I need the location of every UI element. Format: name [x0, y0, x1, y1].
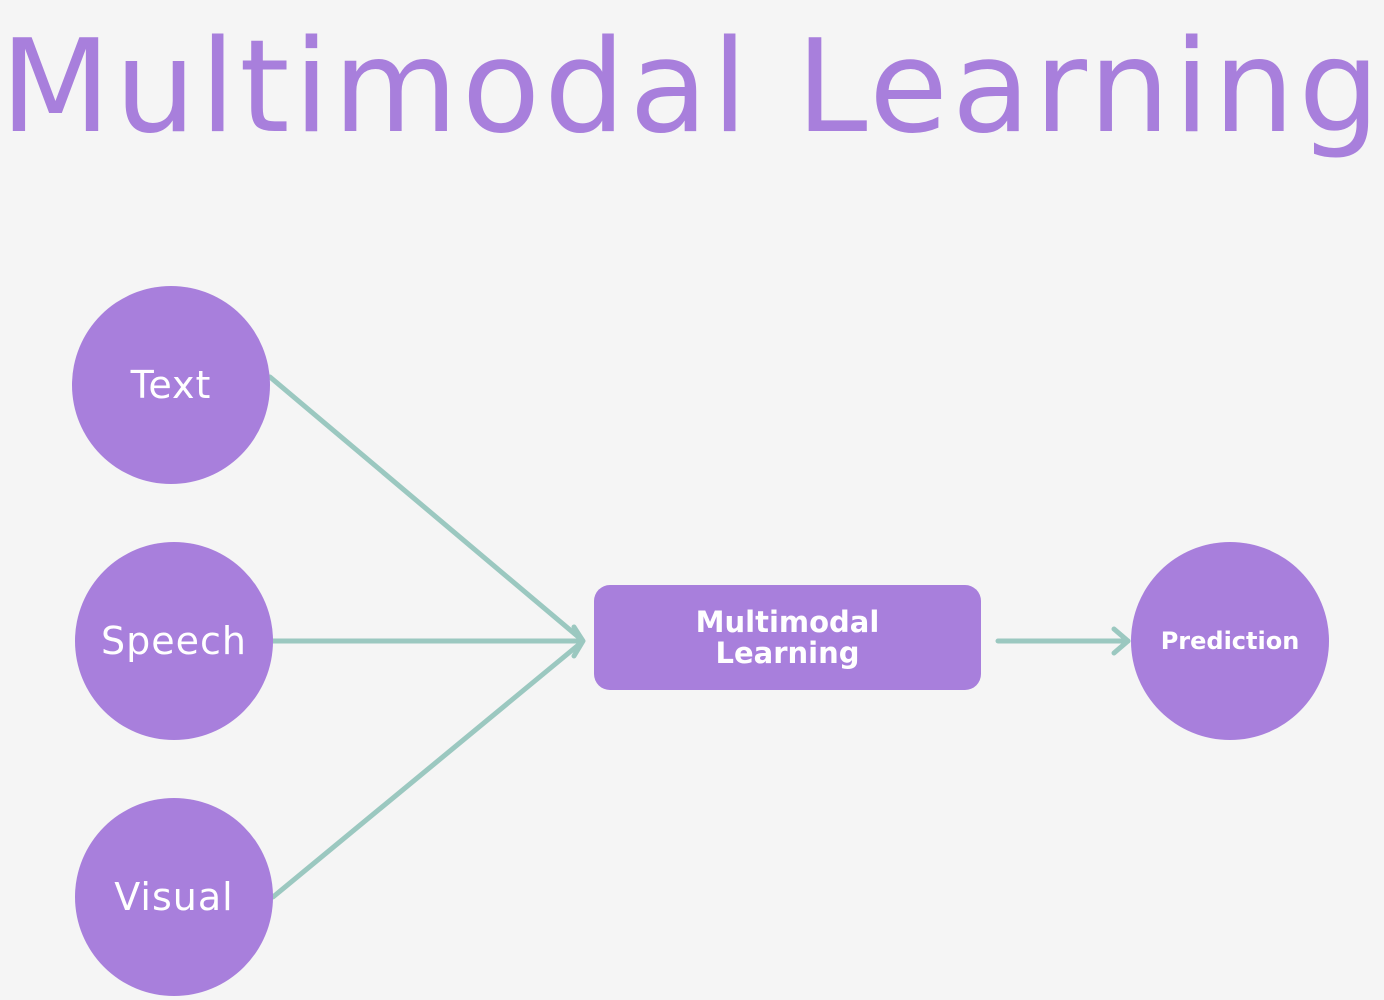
input-node-speech: Speech [75, 542, 273, 740]
input-node-visual: Visual [75, 798, 273, 996]
arrow-text-to-model [267, 374, 585, 643]
box-label-line2: Learning [715, 635, 860, 670]
input-node-text: Text [72, 286, 270, 484]
node-label: Speech [101, 619, 247, 663]
node-label: Visual [114, 875, 234, 919]
node-label: Text [130, 363, 212, 407]
output-node-prediction: Prediction [1131, 542, 1329, 740]
diagram-title: Multimodal Learning [0, 13, 1384, 162]
arrow-visual-to-model [270, 639, 585, 900]
arrowhead-model [571, 624, 586, 659]
box-label-line1: Multimodal [695, 604, 880, 639]
arrowhead-prediction [1111, 626, 1131, 656]
node-label: Prediction [1160, 627, 1300, 655]
